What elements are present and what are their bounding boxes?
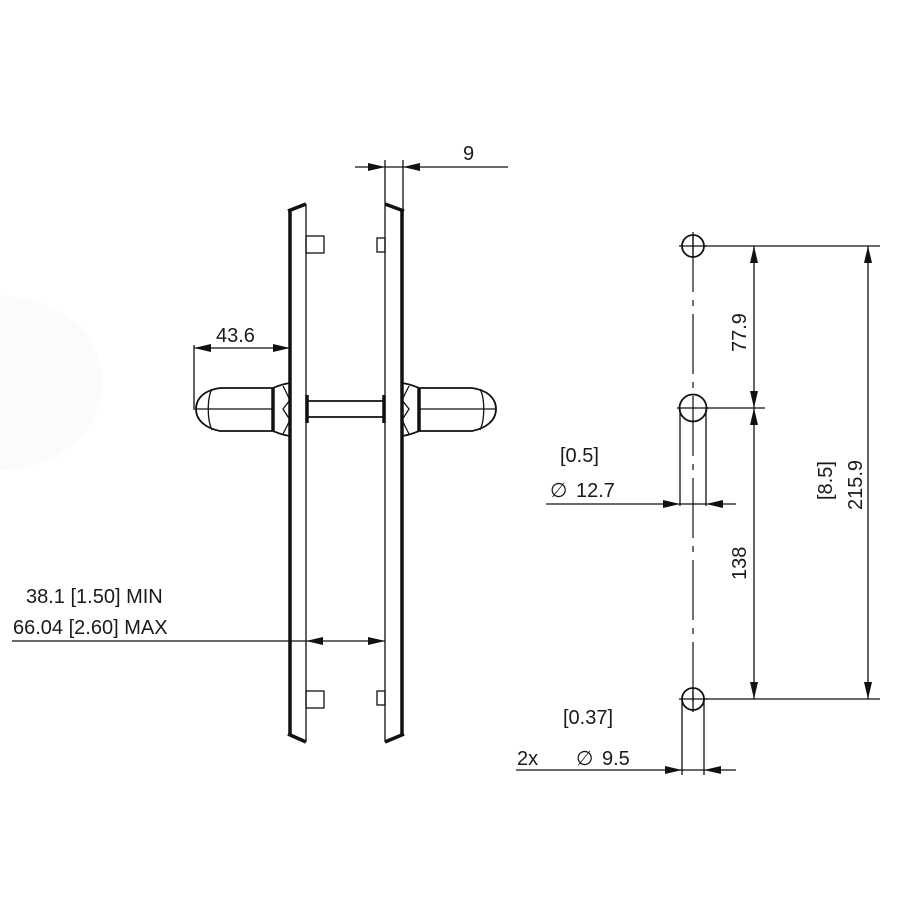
dim-label-0-5-inch: [0.5] (560, 445, 599, 467)
right-lever (401, 382, 497, 437)
dimension-center-hole-diameter: [0.5] ∅ 12.7 (546, 445, 736, 508)
bottom-hole (679, 687, 707, 775)
diameter-symbol-icon: ∅ (576, 748, 593, 770)
dimension-plate-gap: 9 (355, 143, 508, 210)
side-view: 9 43.6 38.1 [1.50] MIN 66.04 [2.60] MAX (12, 143, 508, 744)
dimension-door-thickness: 38.1 [1.50] MIN 66.04 [2.60] MAX (12, 586, 385, 645)
dim-label-43-6: 43.6 (216, 325, 255, 347)
dimension-handle-projection: 43.6 (193, 325, 290, 410)
hole-count-label: 2x (517, 748, 538, 770)
dim-label-9: 9 (463, 143, 474, 165)
left-backplate (287, 202, 325, 744)
dim-label-215-9: 215.9 (845, 460, 867, 510)
dim-label-12-7: 12.7 (576, 480, 615, 502)
background-shading (0, 295, 103, 470)
dimension-end-hole-diameter: [0.37] 2x ∅ 9.5 (516, 707, 736, 774)
dim-label-0-37-inch: [0.37] (563, 707, 613, 729)
right-backplate (376, 202, 405, 744)
top-hole (679, 234, 707, 258)
door-thickness-max: 66.04 [2.60] MAX (13, 617, 168, 639)
diameter-symbol-icon: ∅ (550, 480, 567, 502)
spindle (305, 395, 386, 423)
dim-label-8-5-inch: [8.5] (815, 461, 837, 500)
dimension-lower-pitch: 138 (729, 408, 758, 699)
dim-label-9-5: 9.5 (602, 748, 630, 770)
dim-label-77-9: 77.9 (729, 313, 751, 352)
dimension-overall-pitch: 215.9 [8.5] (815, 246, 872, 699)
left-lever (195, 382, 291, 437)
door-thickness-min: 38.1 [1.50] MIN (26, 586, 163, 608)
dim-label-138: 138 (729, 547, 751, 580)
center-hole (677, 393, 709, 506)
hole-pattern-view: 77.9 138 215.9 [8.5] [0.5] ∅ 12.7 (516, 232, 880, 775)
dimension-upper-pitch: 77.9 (729, 246, 758, 408)
